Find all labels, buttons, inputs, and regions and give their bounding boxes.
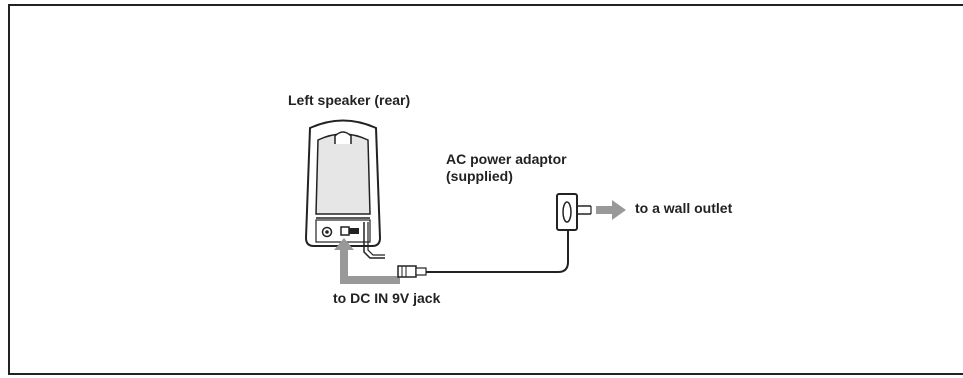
dc-in-jack-label: to DC IN 9V jack — [333, 290, 441, 306]
speaker-rear-illustration — [304, 119, 385, 259]
diagram-frame — [8, 4, 963, 375]
dc-in-arrow — [334, 238, 400, 284]
ac-adaptor-illustration — [556, 193, 592, 231]
wall-outlet-label: to a wall outlet — [635, 200, 733, 216]
wall-outlet-arrow — [596, 200, 626, 220]
dc-plug — [397, 265, 417, 278]
speaker-inner-panel — [315, 133, 371, 215]
speaker-cable — [363, 222, 385, 259]
power-switch — [349, 228, 359, 234]
ac-adaptor-label: AC power adaptor — [446, 151, 567, 167]
adaptor-cord — [426, 230, 569, 273]
ac-adaptor-supplied-label: (supplied) — [446, 168, 513, 184]
dc-in-jack — [340, 226, 350, 236]
speaker-handle — [334, 131, 352, 144]
speaker-rear-label: Left speaker (rear) — [288, 92, 411, 108]
adaptor-plug-and-cord — [397, 230, 569, 278]
